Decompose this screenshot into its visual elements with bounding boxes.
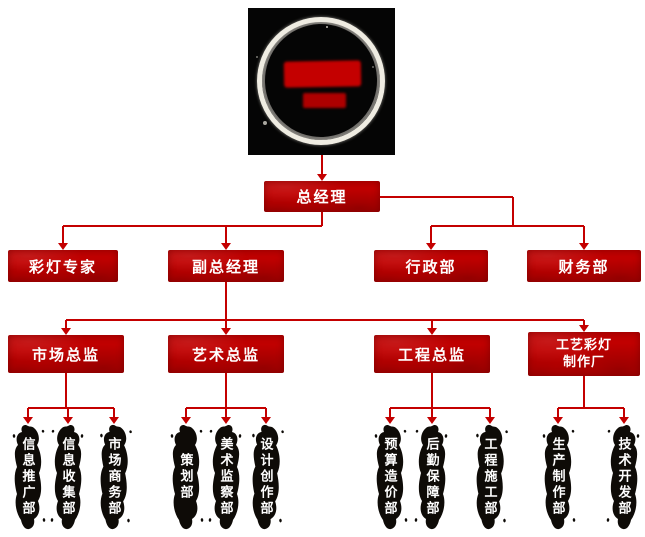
node-label: 总经理	[296, 189, 348, 206]
node-engineering-director: 工程总监	[374, 335, 490, 373]
node-craft-lantern-factory: 工艺彩灯 制作厂	[528, 332, 640, 376]
leaf-label: 工程施工部	[482, 437, 498, 517]
leaf-production-dept: 生产制作部	[539, 424, 577, 530]
company-logo	[248, 8, 395, 155]
node-general-manager: 总经理	[264, 181, 380, 212]
leaf-budget-costing-dept: 预算造价部	[371, 424, 409, 530]
node-label: 行政部	[405, 258, 457, 276]
node-art-director: 艺术总监	[168, 335, 284, 373]
node-label: 彩灯专家	[28, 258, 97, 276]
leaf-design-creation-dept: 设计创作部	[247, 424, 286, 530]
leaf-label: 后勤保障部	[424, 437, 440, 517]
node-label: 财务部	[558, 258, 610, 276]
leaf-label: 技术开发部	[616, 437, 632, 517]
node-label: 艺术总监	[191, 346, 260, 364]
node-label: 副总经理	[191, 258, 260, 276]
node-label-line2: 制作厂	[562, 354, 605, 369]
leaf-logistics-support-dept: 后勤保障部	[413, 424, 451, 530]
logo-subtext-block	[303, 93, 346, 108]
node-label: 市场总监	[31, 346, 100, 364]
node-lantern-expert: 彩灯专家	[8, 250, 118, 282]
node-market-director: 市场总监	[8, 335, 124, 373]
node-finance-dept: 财务部	[527, 250, 641, 282]
leaf-label: 策划部	[178, 453, 194, 501]
leaf-label: 信息推广部	[20, 437, 36, 517]
leaf-label: 美术监察部	[218, 437, 234, 517]
leaf-engineering-construction-dept: 工程施工部	[471, 424, 510, 530]
leaf-tech-development-dept: 技术开发部	[605, 424, 643, 530]
leaf-label: 设计创作部	[258, 437, 274, 517]
leaf-info-collection-dept: 信息收集部	[49, 424, 87, 530]
connector-segments	[27, 155, 625, 418]
leaf-planning-dept: 策划部	[167, 424, 205, 530]
leaf-market-business-dept: 市场商务部	[95, 424, 134, 530]
leaf-info-promotion-dept: 信息推广部	[9, 424, 47, 530]
node-admin-dept: 行政部	[374, 250, 488, 282]
node-deputy-general-manager: 副总经理	[168, 250, 284, 282]
ink-circle-icon	[257, 17, 385, 145]
leaf-label: 生产制作部	[550, 437, 566, 517]
leaf-label: 市场商务部	[106, 437, 122, 517]
node-label: 工程总监	[397, 346, 466, 364]
leaf-label: 预算造价部	[382, 437, 398, 517]
ink-speck-icon	[326, 26, 328, 28]
leaf-art-supervision-dept: 美术监察部	[207, 424, 245, 530]
leaf-label: 信息收集部	[60, 437, 76, 517]
node-label-line1: 工艺彩灯	[555, 337, 612, 353]
